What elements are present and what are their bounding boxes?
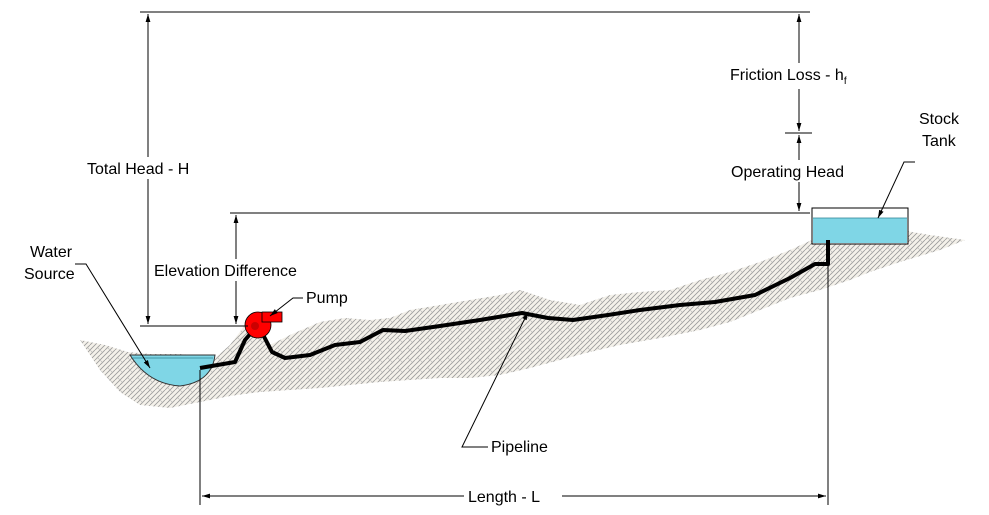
pump-leader xyxy=(269,297,303,317)
friction-loss-text: Friction Loss - h xyxy=(730,67,844,84)
elevation-difference-label: Elevation Difference xyxy=(154,263,297,280)
total-head-label: Total Head - H xyxy=(87,161,189,178)
operating-head-label: Operating Head xyxy=(731,164,844,181)
stock-tank-water xyxy=(813,218,907,243)
pump xyxy=(244,311,283,339)
stock-tank-leader xyxy=(877,161,915,219)
water-source-label-line1: Water xyxy=(30,244,73,261)
length-label: Length - L xyxy=(468,489,540,506)
pump-label: Pump xyxy=(306,290,348,307)
pipeline-label: Pipeline xyxy=(491,439,548,456)
water-source-leader xyxy=(75,263,151,369)
water-source-label-line2: Source xyxy=(24,266,75,283)
friction-loss-label: Friction Loss - hf xyxy=(730,67,847,87)
friction-loss-subscript: f xyxy=(844,76,847,87)
pipeline xyxy=(199,240,830,370)
stock-tank-label-line1: Stock xyxy=(919,111,960,128)
pipeline-leader xyxy=(461,311,529,448)
stock-tank-label-line2: Tank xyxy=(922,133,957,150)
ground-terrain xyxy=(80,230,965,408)
